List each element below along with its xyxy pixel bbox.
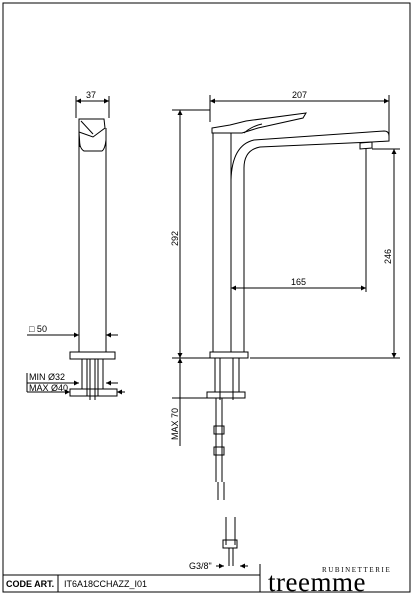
dim-deck-max: MAX 70 xyxy=(170,408,180,440)
dim-base-square: □ 50 xyxy=(29,324,47,334)
side-view xyxy=(26,96,125,400)
brand-subtitle: RUBINETTERIE xyxy=(322,566,392,574)
brand-logo: treemme xyxy=(268,567,366,597)
code-art-value: IT6A18CCHAZZ_I01 xyxy=(64,579,148,589)
dim-spout-height: 246 xyxy=(383,249,393,264)
dim-total-height: 292 xyxy=(170,231,180,246)
dim-hole-min: MIN Ø32 xyxy=(29,372,65,382)
front-view xyxy=(172,95,400,569)
dim-hole-max: MAX Ø40 xyxy=(29,383,68,393)
dim-spout-reach: 165 xyxy=(291,277,306,287)
dim-thread: G3/8" xyxy=(189,561,212,571)
page-border xyxy=(2,2,411,593)
code-art-label: CODE ART. xyxy=(6,579,55,589)
dim-side-width: 37 xyxy=(86,90,96,100)
dim-total-length: 207 xyxy=(292,90,307,100)
